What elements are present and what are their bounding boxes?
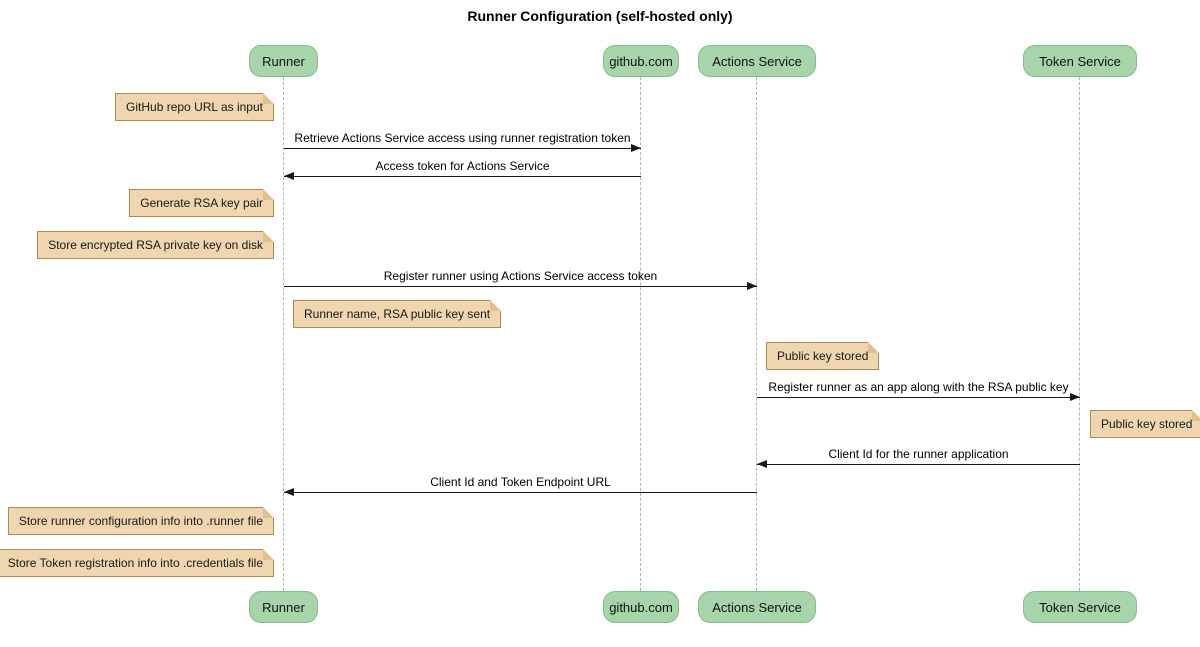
participant-token-service-bottom: Token Service: [1023, 591, 1137, 623]
message-line: [757, 397, 1080, 398]
note-store-runner-file: Store runner configuration info into .ru…: [7, 507, 275, 535]
message-label-register-runner: Register runner using Actions Service ac…: [383, 269, 658, 283]
participant-github-top: github.com: [603, 45, 679, 77]
lifeline-github: [640, 77, 641, 591]
message-label-access-token: Access token for Actions Service: [375, 159, 550, 173]
participant-runner-bottom: Runner: [249, 591, 318, 623]
diagram-title: Runner Configuration (self-hosted only): [467, 8, 733, 24]
lifeline-token-service: [1079, 77, 1080, 591]
note-store-encrypted-private-key: Store encrypted RSA private key on disk: [37, 231, 274, 259]
note-public-key-stored-actions: Public key stored: [766, 342, 880, 370]
arrowhead-right-icon: [1070, 393, 1080, 401]
lifeline-runner: [283, 77, 284, 591]
message-label-client-id-runner-app: Client Id for the runner application: [828, 447, 1009, 461]
arrowhead-right-icon: [631, 144, 641, 152]
message-line: [284, 492, 757, 493]
message-line: [757, 464, 1080, 465]
lifeline-actions-service: [756, 77, 757, 591]
message-line: [284, 176, 641, 177]
note-store-credentials-file: Store Token registration info into .cred…: [0, 549, 275, 577]
arrowhead-left-icon: [757, 460, 767, 468]
participant-actions-service-top: Actions Service: [698, 45, 816, 77]
note-runner-name-public-key-sent: Runner name, RSA public key sent: [293, 300, 502, 328]
arrowhead-left-icon: [284, 488, 294, 496]
participant-actions-service-bottom: Actions Service: [698, 591, 816, 623]
message-label-register-runner-app: Register runner as an app along with the…: [768, 380, 1069, 394]
participant-runner-top: Runner: [249, 45, 318, 77]
message-label-retrieve-actions-access: Retrieve Actions Service access using ru…: [294, 131, 631, 145]
message-label-client-id-token-endpoint: Client Id and Token Endpoint URL: [430, 475, 611, 489]
note-generate-rsa-key-pair: Generate RSA key pair: [129, 189, 274, 217]
message-line: [284, 148, 641, 149]
arrowhead-right-icon: [747, 282, 757, 290]
arrowhead-left-icon: [284, 172, 294, 180]
participant-token-service-top: Token Service: [1023, 45, 1137, 77]
message-line: [284, 286, 757, 287]
note-public-key-stored-token: Public key stored: [1090, 410, 1200, 438]
participant-github-bottom: github.com: [603, 591, 679, 623]
note-github-repo-url: GitHub repo URL as input: [115, 93, 274, 121]
